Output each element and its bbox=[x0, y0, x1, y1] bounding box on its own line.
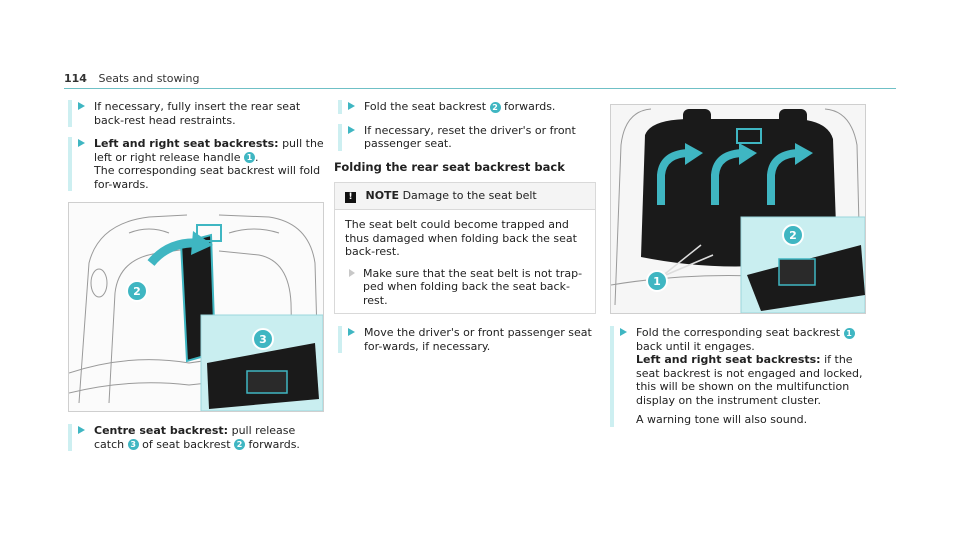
figure-callout-2: 2 bbox=[133, 285, 141, 298]
step-text: Fold the corresponding seat backrest bbox=[636, 326, 841, 339]
step-note: A warning tone will also sound. bbox=[636, 413, 808, 426]
column-3: Fold the corresponding seat backrest 1 b… bbox=[606, 326, 876, 437]
instruction-step: Move the driver's or front passenger sea… bbox=[338, 326, 596, 353]
step-text: forwards. bbox=[248, 437, 300, 451]
callout-number: 1 bbox=[843, 327, 855, 339]
step-text: of seat backrest bbox=[142, 437, 231, 451]
column-1: If necessary, fully insert the rear seat… bbox=[64, 100, 324, 201]
step-bold-label: Left and right seat backrests: bbox=[636, 353, 821, 366]
step-arrow-icon bbox=[348, 102, 355, 110]
step-text: Move the driver's or front passenger sea… bbox=[364, 326, 592, 353]
note-title: NOTE bbox=[365, 189, 400, 202]
note-body: The seat belt could become trapped and t… bbox=[335, 210, 595, 313]
step-text: Fold the seat backrest bbox=[364, 100, 487, 113]
instruction-step: Centre seat backrest: pull release catch… bbox=[68, 424, 324, 451]
section-subheading: Folding the rear seat backrest back bbox=[334, 159, 565, 174]
exclamation-icon: ! bbox=[345, 192, 356, 203]
instruction-step: If necessary, fully insert the rear seat… bbox=[68, 100, 324, 127]
column-1-bottom: Centre seat backrest: pull release catch… bbox=[64, 424, 324, 461]
step-bold-label: Centre seat backrest: bbox=[94, 424, 229, 437]
note-header: ! NOTE Damage to the seat belt bbox=[335, 183, 595, 210]
step-text: forwards. bbox=[504, 100, 556, 113]
figure-centre-backrest: 2 3 bbox=[68, 202, 324, 412]
step-arrow-icon bbox=[78, 139, 85, 147]
step-text: back until it engages. bbox=[636, 339, 755, 353]
figure-callout-1: 1 bbox=[653, 275, 661, 288]
page-number: 114 bbox=[64, 72, 87, 85]
step-bold-label: Left and right seat backrests: bbox=[94, 137, 279, 150]
instruction-step: If necessary, reset the driver's or fron… bbox=[338, 123, 596, 151]
step-arrow-icon bbox=[349, 268, 355, 277]
step-arrow-icon bbox=[348, 328, 355, 336]
figure-callout-3: 3 bbox=[259, 333, 267, 346]
rear-seat-illustration: 1 2 bbox=[611, 108, 865, 313]
note-text: The seat belt could become trapped and t… bbox=[345, 218, 577, 258]
note-title-rest: Damage to the seat belt bbox=[402, 189, 537, 202]
step-arrow-icon bbox=[348, 125, 355, 134]
step-text: pull the left or right release handle bbox=[94, 137, 324, 164]
note-step: Make sure that the seat belt is not trap… bbox=[345, 267, 585, 308]
note-box: ! NOTE Damage to the seat belt The seat … bbox=[334, 182, 596, 314]
section-title: Seats and stowing bbox=[98, 72, 200, 85]
instruction-step: Left and right seat backrests: pull the … bbox=[68, 137, 324, 191]
callout-number: 1 bbox=[244, 152, 256, 163]
seat-illustration: 2 3 bbox=[69, 214, 323, 411]
callout-number: 2 bbox=[489, 101, 501, 113]
step-arrow-icon bbox=[78, 102, 85, 110]
page-header: 114 Seats and stowing bbox=[64, 72, 199, 85]
note-step-text: Make sure that the seat belt is not trap… bbox=[363, 266, 583, 307]
step-arrow-icon bbox=[78, 426, 85, 434]
step-text: pull release catch bbox=[94, 424, 296, 451]
step-text: If necessary, reset the driver's or fron… bbox=[364, 123, 576, 151]
instruction-step: Fold the corresponding seat backrest 1 b… bbox=[610, 326, 876, 427]
column-2: Fold the seat backrest 2 forwards. If ne… bbox=[334, 100, 596, 363]
figure-fold-back: 1 2 bbox=[610, 104, 866, 314]
figure-callout-2: 2 bbox=[789, 229, 797, 242]
step-text: if the seat backrest is not engaged and … bbox=[636, 353, 863, 407]
callout-number: 3 bbox=[127, 439, 139, 450]
step-arrow-icon bbox=[620, 328, 627, 336]
instruction-step: Fold the seat backrest 2 forwards. bbox=[338, 100, 596, 114]
header-rule bbox=[64, 88, 896, 89]
step-text: If necessary, fully insert the rear seat… bbox=[94, 100, 301, 127]
callout-number: 2 bbox=[234, 439, 246, 450]
step-note: The corresponding seat backrest will fol… bbox=[94, 164, 321, 191]
step-text-end: . bbox=[255, 150, 259, 164]
